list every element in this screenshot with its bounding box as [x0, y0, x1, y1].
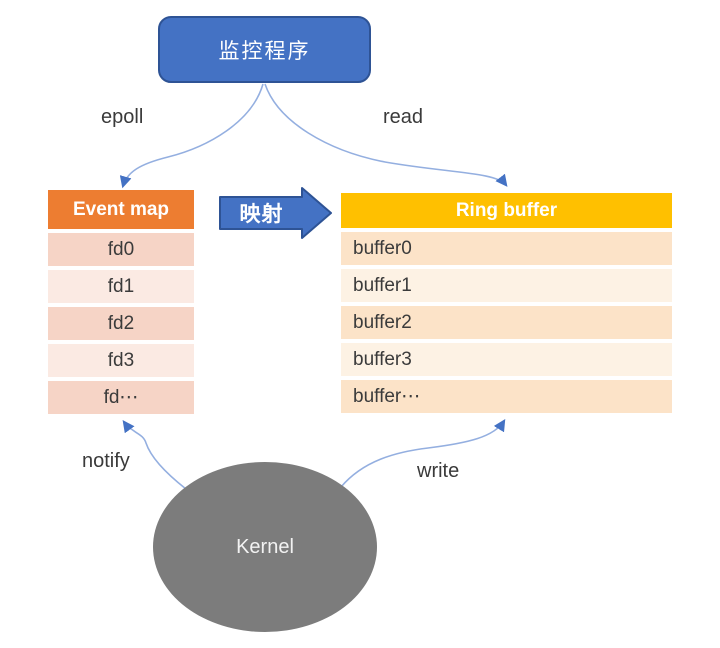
- ring-buffer-row-1: buffer1: [341, 269, 672, 302]
- notify-arrow: [122, 420, 187, 490]
- kernel-label: Kernel: [236, 535, 294, 558]
- mapping-arrow: [219, 187, 332, 239]
- event-map-row-fd2: fd2: [48, 307, 194, 340]
- epoll-label: epoll: [101, 106, 144, 128]
- ring-buffer-table: Ring buffer buffer0 buffer1 buffer2 buff…: [341, 193, 672, 413]
- event-map-row-fd-more: fd⋯: [48, 381, 194, 414]
- ring-buffer-row-2: buffer2: [341, 306, 672, 339]
- mapping-arrow-label: 映射: [239, 202, 284, 226]
- event-map-row-fd3: fd3: [48, 344, 194, 377]
- event-map-row-fd0: fd0: [48, 233, 194, 266]
- notify-label: notify: [82, 450, 130, 472]
- event-map-header: Event map: [48, 190, 194, 229]
- ring-buffer-row-0: buffer0: [341, 232, 672, 265]
- read-arrow: [264, 83, 508, 187]
- ring-buffer-row-more: buffer⋯: [341, 380, 672, 413]
- write-arrow: [340, 418, 506, 488]
- ring-buffer-row-3: buffer3: [341, 343, 672, 376]
- monitor-program-label: 监控程序: [218, 39, 311, 63]
- read-label: read: [383, 106, 424, 128]
- event-map-table: Event map fd0 fd1 fd2 fd3 fd⋯: [48, 190, 194, 414]
- monitor-program-box: 监控程序: [158, 16, 371, 83]
- write-label: write: [417, 460, 460, 482]
- kernel-ellipse: Kernel: [153, 462, 377, 632]
- epoll-arrow: [119, 83, 264, 189]
- event-map-row-fd1: fd1: [48, 270, 194, 303]
- ring-buffer-header: Ring buffer: [341, 193, 672, 228]
